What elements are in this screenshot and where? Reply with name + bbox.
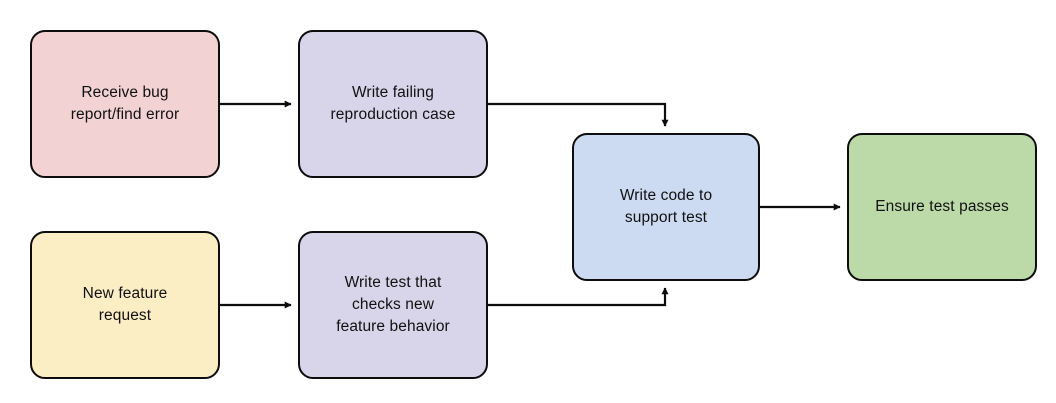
node-label-receive-bug-report: Receive bug report/find error [70, 84, 180, 123]
node-write-code-to-support-test[interactable]: Write code to support test [572, 133, 760, 281]
edge-reproduction-to-write-code [488, 102, 669, 127]
node-write-test-checks-new-feature[interactable]: Write test that checks new feature behav… [298, 231, 488, 379]
node-label-write-code-to-support-test: Write code to support test [619, 187, 713, 226]
node-label-new-feature-request: New feature request [82, 285, 168, 324]
node-write-failing-reproduction-case[interactable]: Write failing reproduction case [298, 30, 488, 178]
node-new-feature-request[interactable]: New feature request [30, 231, 220, 379]
node-label-write-test-checks-new-feature: Write test that checks new feature behav… [336, 274, 450, 335]
node-receive-bug-report[interactable]: Receive bug report/find error [30, 30, 220, 178]
node-label-write-failing-reproduction-case: Write failing reproduction case [330, 84, 456, 123]
node-label-ensure-test-passes: Ensure test passes [875, 198, 1009, 215]
node-ensure-test-passes[interactable]: Ensure test passes [847, 133, 1037, 281]
edge-write-test-to-write-code [488, 287, 669, 307]
